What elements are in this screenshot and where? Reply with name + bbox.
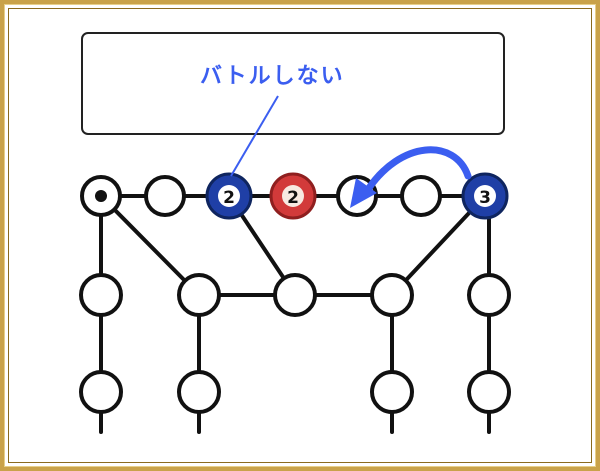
callout-box <box>81 32 505 135</box>
node <box>79 370 123 414</box>
current-position-dot-icon <box>95 190 107 202</box>
edge-diagonal-left <box>99 194 201 297</box>
node <box>370 273 414 317</box>
curved-arrow-left-icon <box>350 146 472 208</box>
node <box>177 370 221 414</box>
picture-frame-inner <box>8 8 592 463</box>
token-blue-2-count: 2 <box>223 188 235 208</box>
node <box>79 273 123 317</box>
token-blue-2: 2 <box>205 172 253 220</box>
callout-pointer-line <box>230 95 279 177</box>
token-red-2: 2 <box>269 172 317 220</box>
node <box>467 273 511 317</box>
board-nodes <box>79 175 511 414</box>
node <box>370 370 414 414</box>
node <box>144 175 186 217</box>
node <box>400 175 442 217</box>
node <box>273 273 317 317</box>
callout-text: バトルしない <box>200 64 345 89</box>
token-red-2-count: 2 <box>287 188 299 208</box>
token-blue-3: 3 <box>461 172 509 220</box>
node <box>467 370 511 414</box>
token-blue-3-count: 3 <box>479 188 491 208</box>
node <box>177 273 221 317</box>
